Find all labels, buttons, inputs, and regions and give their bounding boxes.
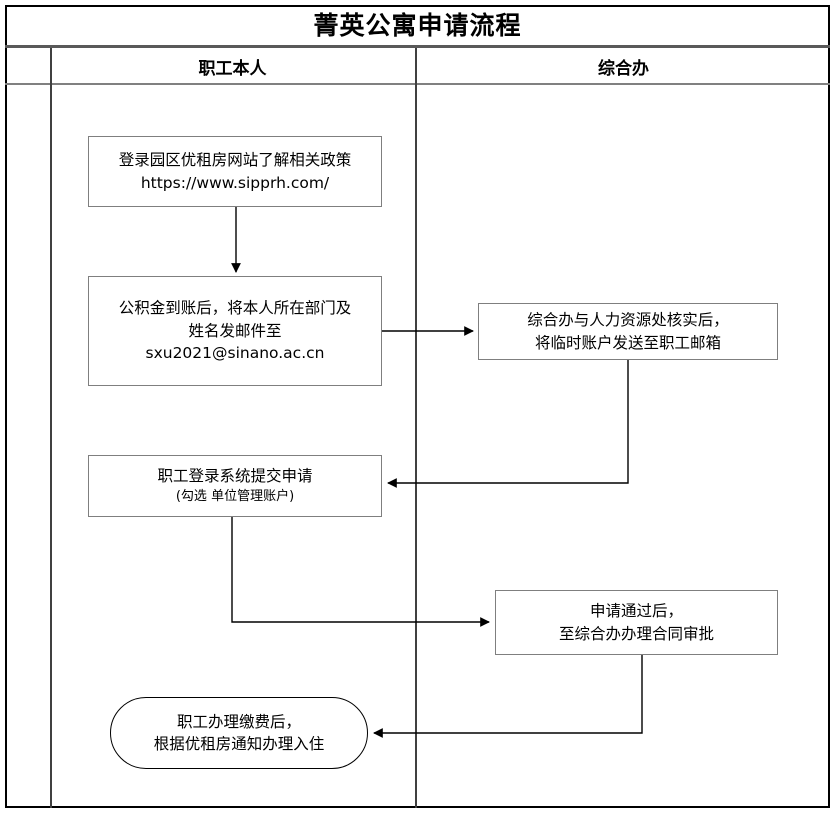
node-verify-line-2: 将临时账户发送至职工邮箱: [534, 333, 721, 352]
node-policy-line-2: https://www.sipprh.com/: [140, 173, 330, 192]
flow-node-submit[interactable]: 职工登录系统提交申请 (勾选 单位管理账户): [88, 455, 382, 517]
flow-node-email[interactable]: 公积金到账后，将本人所在部门及 姓名发邮件至 sxu2021@sinano.ac…: [88, 276, 382, 386]
flow-node-verify[interactable]: 综合办与人力资源处核实后， 将临时账户发送至职工邮箱: [478, 303, 778, 360]
node-contract-line-2: 至综合办办理合同审批: [558, 624, 714, 643]
node-movein-line-2: 根据优租房通知办理入住: [153, 735, 325, 753]
diagram-title-row: 菁英公寓申请流程: [5, 5, 830, 48]
swimlane-header-employee: 职工本人: [198, 59, 267, 79]
node-email-line-3: sxu2021@sinano.ac.cn: [145, 344, 325, 363]
node-submit-line-2: (勾选 单位管理账户): [175, 488, 295, 504]
node-policy-line-1: 登录园区优租房网站了解相关政策: [118, 151, 352, 170]
node-movein-line-1: 职工办理缴费后，: [176, 712, 301, 731]
flow-node-contract[interactable]: 申请通过后， 至综合办办理合同审批: [495, 590, 778, 655]
node-submit-line-1: 职工登录系统提交申请: [157, 467, 313, 486]
flow-node-policy[interactable]: 登录园区优租房网站了解相关政策 https://www.sipprh.com/: [88, 136, 382, 207]
diagram-frame: [5, 5, 830, 808]
flow-node-movein[interactable]: 职工办理缴费后， 根据优租房通知办理入住: [110, 697, 368, 769]
node-contract-line-1: 申请通过后，: [589, 602, 683, 621]
swimlane-header-admin-office: 综合办: [598, 59, 649, 79]
swimlane-header-row: 职工本人 综合办: [5, 48, 830, 85]
page-title: 菁英公寓申请流程: [313, 10, 522, 40]
swimlane-divider: [415, 48, 417, 808]
node-email-line-2: 姓名发邮件至: [188, 321, 282, 340]
node-verify-line-1: 综合办与人力资源处核实后，: [527, 311, 729, 330]
left-margin-column-divider: [50, 48, 52, 808]
node-email-line-1: 公积金到账后，将本人所在部门及: [118, 299, 352, 318]
